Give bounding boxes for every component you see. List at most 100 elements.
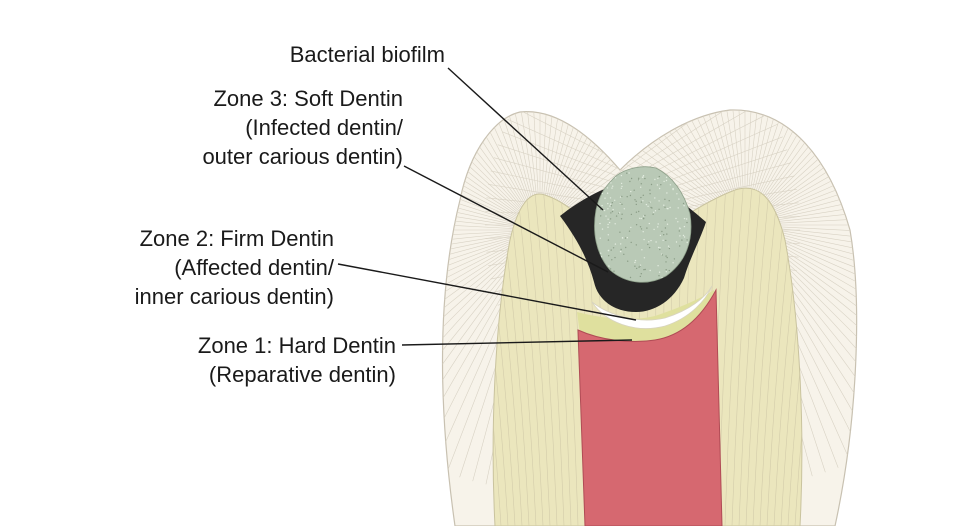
enamel-rod bbox=[442, 229, 541, 361]
biofilm-speck bbox=[676, 193, 678, 195]
bacterial-biofilm bbox=[594, 166, 692, 283]
dentin-tubule bbox=[731, 188, 753, 526]
biofilm-speck bbox=[630, 177, 633, 180]
biofilm-speck bbox=[672, 188, 674, 191]
label-zone3: Zone 3: Soft Dentin (Infected dentin/ ou… bbox=[202, 84, 403, 171]
biofilm-speck bbox=[634, 265, 636, 267]
biofilm-speck bbox=[621, 195, 623, 198]
label-line: (Infected dentin/ bbox=[245, 115, 403, 140]
biofilm-speck bbox=[641, 249, 643, 251]
biofilm-speck bbox=[649, 201, 651, 203]
biofilm-speck bbox=[660, 184, 662, 186]
biofilm-speck bbox=[611, 210, 614, 213]
biofilm-speck bbox=[645, 203, 648, 206]
dentin-tubule bbox=[550, 188, 572, 526]
biofilm-speck bbox=[668, 247, 671, 250]
dentin-tubule bbox=[780, 188, 802, 526]
biofilm-speck bbox=[620, 218, 623, 220]
enamel-rod bbox=[442, 229, 541, 298]
biofilm-speck bbox=[625, 246, 627, 249]
enamel-rod bbox=[744, 118, 857, 226]
biofilm-speck bbox=[667, 245, 670, 247]
enamel-rod bbox=[459, 109, 541, 231]
biofilm-speck bbox=[657, 177, 659, 180]
biofilm-speck bbox=[626, 172, 628, 174]
biofilm-speck bbox=[650, 206, 652, 209]
enamel-rod bbox=[442, 229, 541, 372]
biofilm-speck bbox=[613, 270, 615, 272]
biofilm-speck bbox=[681, 239, 683, 241]
biofilm-speck bbox=[640, 217, 642, 220]
enamel-rod bbox=[472, 109, 541, 231]
biofilm-speck bbox=[607, 249, 610, 252]
enamel-rod bbox=[677, 109, 746, 226]
biofilm-speck bbox=[605, 215, 607, 217]
biofilm-speck bbox=[643, 257, 646, 259]
enamel-rod bbox=[442, 149, 541, 231]
biofilm-speck bbox=[611, 187, 613, 189]
enamel-rod bbox=[442, 229, 541, 324]
label-line: outer carious dentin) bbox=[202, 144, 403, 169]
enamel-rod bbox=[690, 109, 746, 226]
biofilm-speck bbox=[600, 252, 602, 254]
biofilm-speck bbox=[609, 268, 612, 270]
biofilm-speck bbox=[650, 239, 652, 242]
biofilm-speck bbox=[620, 174, 623, 177]
enamel-rod bbox=[442, 229, 541, 384]
enamel-rod bbox=[744, 224, 857, 266]
biofilm-speck bbox=[621, 213, 623, 215]
enamel-rod bbox=[442, 109, 541, 231]
enamel-rod bbox=[442, 229, 541, 394]
biofilm-speck bbox=[603, 209, 606, 212]
biofilm-speck bbox=[664, 227, 667, 229]
biofilm-speck bbox=[638, 210, 640, 213]
enamel-rod bbox=[539, 109, 595, 231]
biofilm-speck bbox=[619, 196, 622, 198]
biofilm-speck bbox=[607, 226, 609, 228]
biofilm-speck bbox=[669, 184, 672, 186]
biofilm-speck bbox=[642, 194, 644, 196]
biofilm-speck bbox=[634, 261, 636, 264]
biofilm-speck bbox=[675, 217, 677, 220]
dentin-tubule bbox=[533, 188, 558, 526]
biofilm-speck bbox=[658, 175, 660, 178]
biofilm-speck bbox=[624, 237, 627, 239]
biofilm-speck bbox=[677, 207, 679, 209]
biofilm-speck bbox=[642, 175, 645, 177]
biofilm-speck bbox=[686, 218, 688, 220]
biofilm-speck bbox=[635, 203, 637, 206]
enamel-rod bbox=[664, 109, 746, 226]
biofilm-speck bbox=[621, 203, 623, 205]
biofilm-speck bbox=[647, 243, 649, 246]
enamel-rod bbox=[744, 170, 857, 226]
biofilm-speck bbox=[640, 228, 643, 230]
label-line: Zone 3: Soft Dentin bbox=[213, 86, 403, 111]
biofilm-speck bbox=[649, 189, 651, 191]
biofilm-speck bbox=[666, 207, 668, 210]
enamel-rod bbox=[744, 109, 852, 226]
biofilm-speck bbox=[640, 196, 642, 199]
biofilm-speck bbox=[643, 218, 645, 220]
biofilm-speck bbox=[679, 245, 681, 247]
dentin-tubule bbox=[524, 188, 551, 526]
biofilm-speck bbox=[666, 233, 668, 235]
biofilm-speck bbox=[656, 184, 659, 186]
biofilm-speck bbox=[611, 259, 613, 261]
enamel-rod bbox=[744, 144, 857, 226]
biofilm-speck bbox=[668, 200, 670, 202]
biofilm-speck bbox=[609, 197, 612, 199]
biofilm-speck bbox=[643, 269, 645, 271]
biofilm-speck bbox=[614, 256, 616, 259]
biofilm-speck bbox=[657, 265, 659, 267]
dentin-tubule bbox=[559, 188, 579, 526]
biofilm-speck bbox=[652, 213, 654, 215]
enamel-rod bbox=[651, 109, 746, 226]
biofilm-speck bbox=[610, 212, 612, 214]
enamel-rod bbox=[442, 202, 541, 231]
biofilm-speck bbox=[635, 200, 637, 202]
biofilm-speck bbox=[619, 202, 621, 204]
biofilm-speck bbox=[612, 247, 615, 249]
biofilm-speck bbox=[682, 234, 685, 237]
biofilm-speck bbox=[654, 178, 656, 181]
enamel-rod bbox=[442, 216, 541, 231]
